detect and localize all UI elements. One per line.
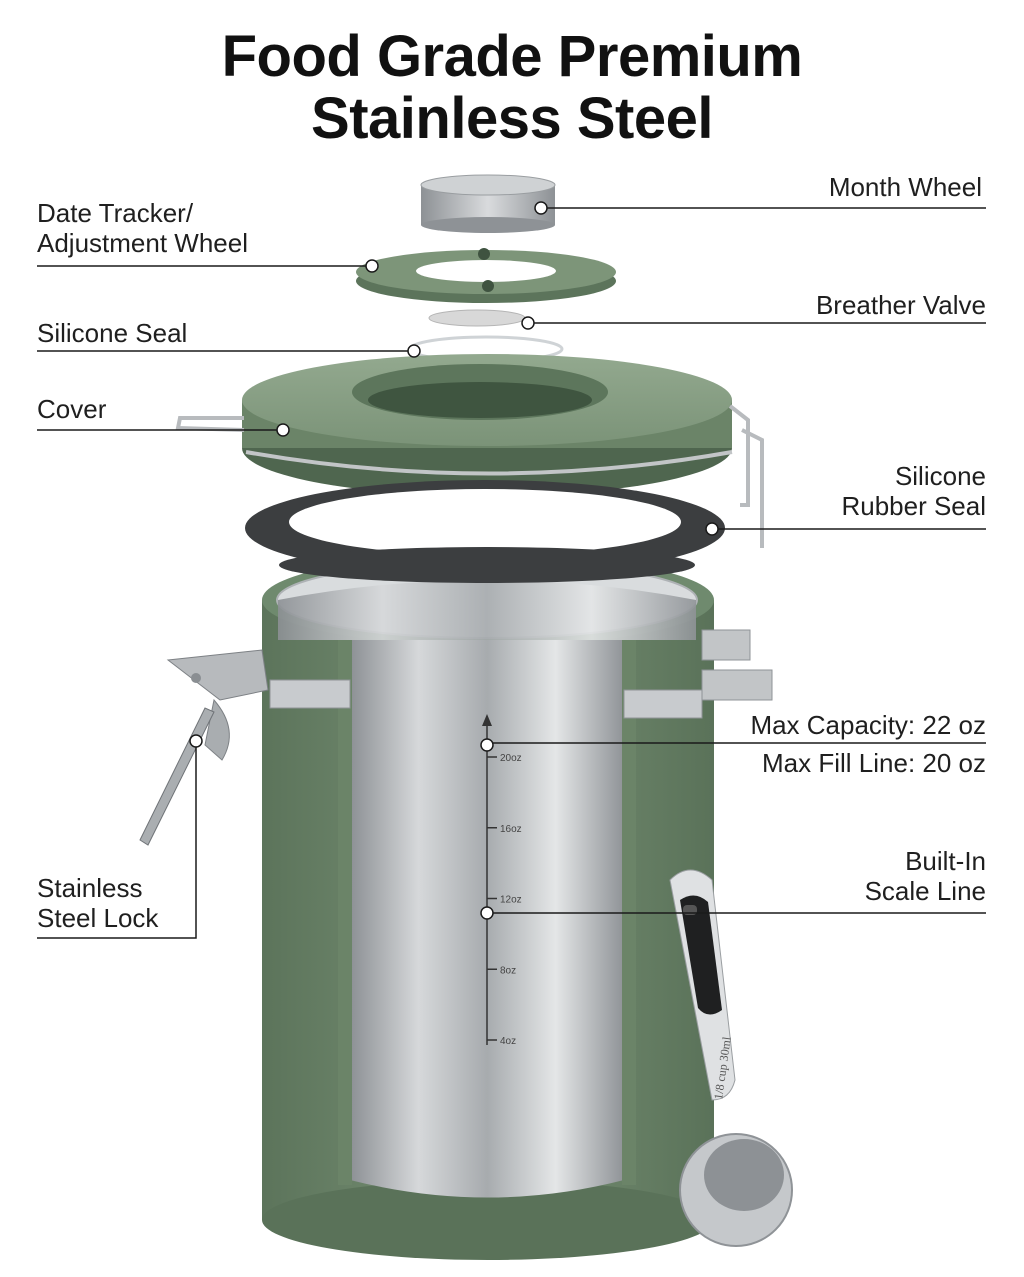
label-month-wheel: Month Wheel (828, 172, 982, 202)
label-breather-valve: Breather Valve (815, 290, 986, 320)
scale-line: 20oz 16oz 12oz 8oz 4oz (482, 714, 522, 1047)
label-silicone-seal: Silicone Seal (37, 318, 188, 348)
leader-markers (189, 201, 719, 920)
title-line-1: Food Grade Premium (221, 24, 803, 89)
label-silicone-rubber-seal: Silicone Rubber Seal (841, 461, 986, 521)
scale-tick-label: 8oz (500, 965, 516, 976)
stainless-steel-lock (139, 649, 269, 846)
label-stainless-steel-lock: Stainless Steel Lock (37, 873, 159, 933)
label-date-tracker: Date Tracker/ Adjustment Wheel (37, 198, 248, 258)
label-cover: Cover (37, 394, 107, 424)
label-max-fill-line: Max Fill Line: 20 oz (762, 748, 986, 778)
scale-tick-label: 12oz (500, 895, 522, 906)
leader-lock (37, 741, 197, 939)
scale-tick-label: 20oz (500, 753, 522, 764)
month-wheel (420, 174, 556, 233)
date-tracker-wheel (356, 248, 616, 303)
scale-arrow (482, 714, 492, 726)
page-title: Food Grade Premium Stainless Steel (0, 26, 1024, 150)
breather-valve (428, 309, 526, 327)
scale-tick-label: 16oz (500, 824, 522, 835)
label-built-in-scale-line: Built-In Scale Line (864, 846, 986, 906)
cover (175, 354, 764, 548)
title-line-2: Stainless Steel (311, 86, 713, 151)
label-max-capacity: Max Capacity: 22 oz (750, 710, 986, 740)
measuring-scoop: 1/8 cup 30ml (669, 869, 793, 1247)
scale-tick-label: 4oz (500, 1036, 516, 1047)
leader-lines (37, 207, 986, 939)
